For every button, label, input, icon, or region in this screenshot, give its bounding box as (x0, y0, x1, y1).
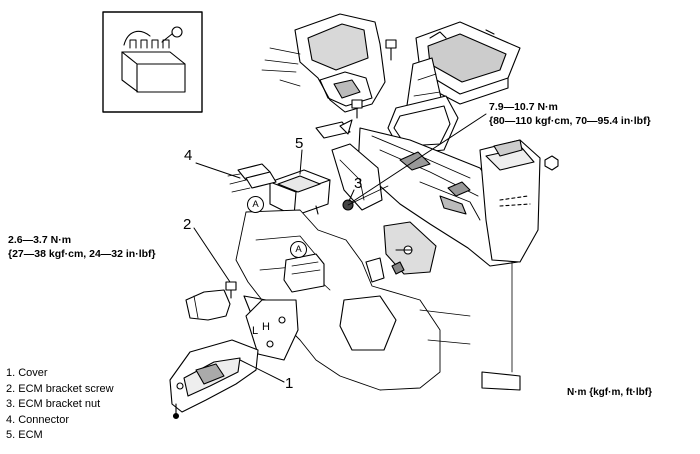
ecm-module (269, 169, 331, 221)
parts-legend: 1. Cover 2. ECM bracket screw 3. ECM bra… (6, 366, 114, 444)
callout-1: 1 (285, 375, 294, 392)
callout-5: 5 (295, 135, 304, 152)
legend-item: 2. ECM bracket screw (6, 382, 114, 395)
reference-mark-a: A (290, 241, 307, 258)
connectors (227, 163, 277, 193)
battery-inset (102, 11, 203, 113)
right-bracket (383, 221, 437, 275)
callout-2: 2 (183, 216, 192, 233)
legend-item: 4. Connector (6, 413, 69, 426)
legend-item: 1. Cover (6, 367, 48, 379)
torque-spec-screw-line1: 2.6—3.7 N·m (8, 234, 72, 246)
torque-spec-screw-line2: {27—38 kgf·cm, 24—32 in·lbf} (8, 248, 156, 260)
torque-spec-nut: 7.9—10.7 N·m {80—110 kgf·cm, 70—95.4 in·… (489, 100, 651, 128)
callout-3: 3 (354, 175, 363, 192)
console-bezel (261, 13, 386, 113)
legend-item: 3. ECM bracket nut (6, 398, 101, 410)
cover-part (169, 339, 259, 420)
bezel-screw (351, 99, 363, 119)
svg-text:H: H (262, 321, 270, 333)
torque-spec-nut-line1: 7.9—10.7 N·m (489, 101, 558, 113)
svg-text:L: L (252, 325, 258, 337)
legend-item: 5. ECM (6, 429, 43, 441)
ecm-bracket (283, 253, 325, 293)
callout-4: 4 (184, 147, 193, 164)
bracket-strip (315, 119, 353, 139)
lh-bracket: L H (245, 299, 299, 361)
top-bolt (385, 39, 397, 61)
leader-lines (193, 113, 513, 383)
reference-mark-a: A (247, 196, 264, 213)
ecm-bracket-screw (225, 281, 237, 299)
units-note: N·m {kgf·m, ft·lbf} (567, 387, 652, 398)
torque-spec-screw: 2.6—3.7 N·m {27—38 kgf·cm, 24—32 in·lbf} (8, 233, 156, 261)
torque-spec-nut-line2: {80—110 kgf·cm, 70—95.4 in·lbf} (489, 115, 651, 127)
side-trim-panel (331, 143, 383, 211)
armrest-nut (544, 155, 559, 171)
